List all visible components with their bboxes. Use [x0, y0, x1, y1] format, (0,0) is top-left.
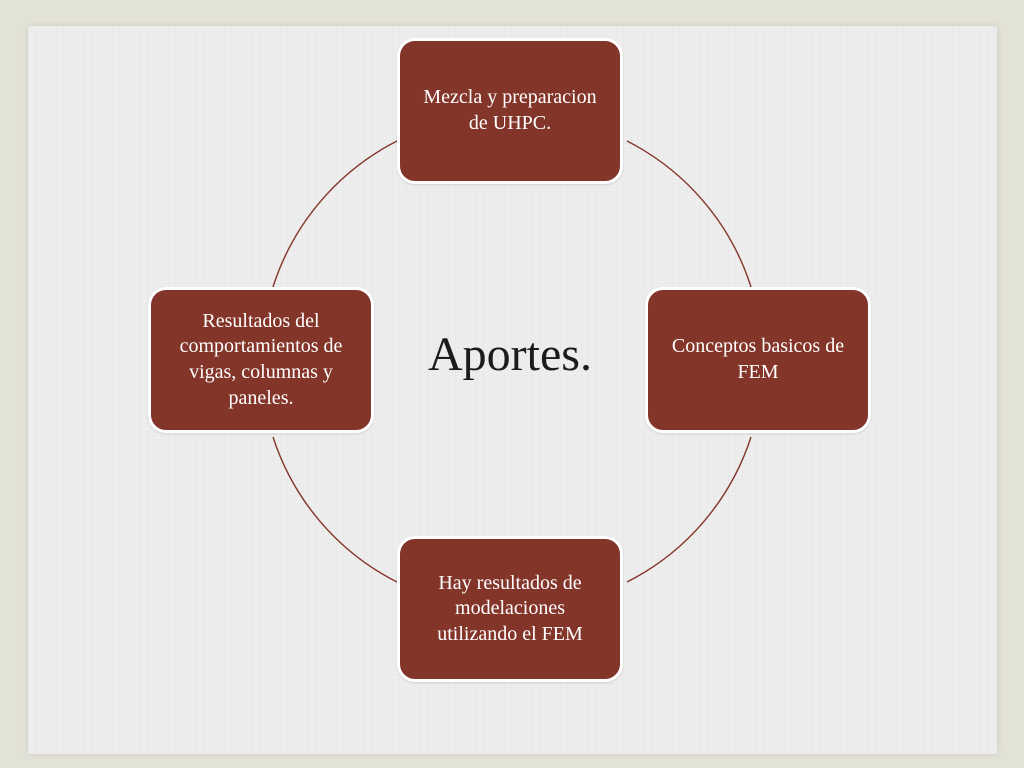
cycle-node-bottom-label: Hay resultados de modelaciones utilizand…: [437, 571, 583, 645]
center-title: Aportes.: [428, 328, 592, 381]
cycle-node-right: Conceptos basicos de FEM: [645, 287, 871, 433]
cycle-node-right-label: Conceptos basicos de FEM: [671, 335, 845, 383]
cycle-node-left-label: Resultados del comportamientos de vigas,…: [179, 309, 343, 409]
cycle-node-left: Resultados del comportamientos de vigas,…: [148, 287, 374, 433]
cycle-node-top: Mezcla y preparacion de UHPC.: [397, 38, 623, 184]
cycle-node-top-label: Mezcla y preparacion de UHPC.: [423, 86, 597, 134]
cycle-node-bottom: Hay resultados de modelaciones utilizand…: [397, 536, 623, 682]
